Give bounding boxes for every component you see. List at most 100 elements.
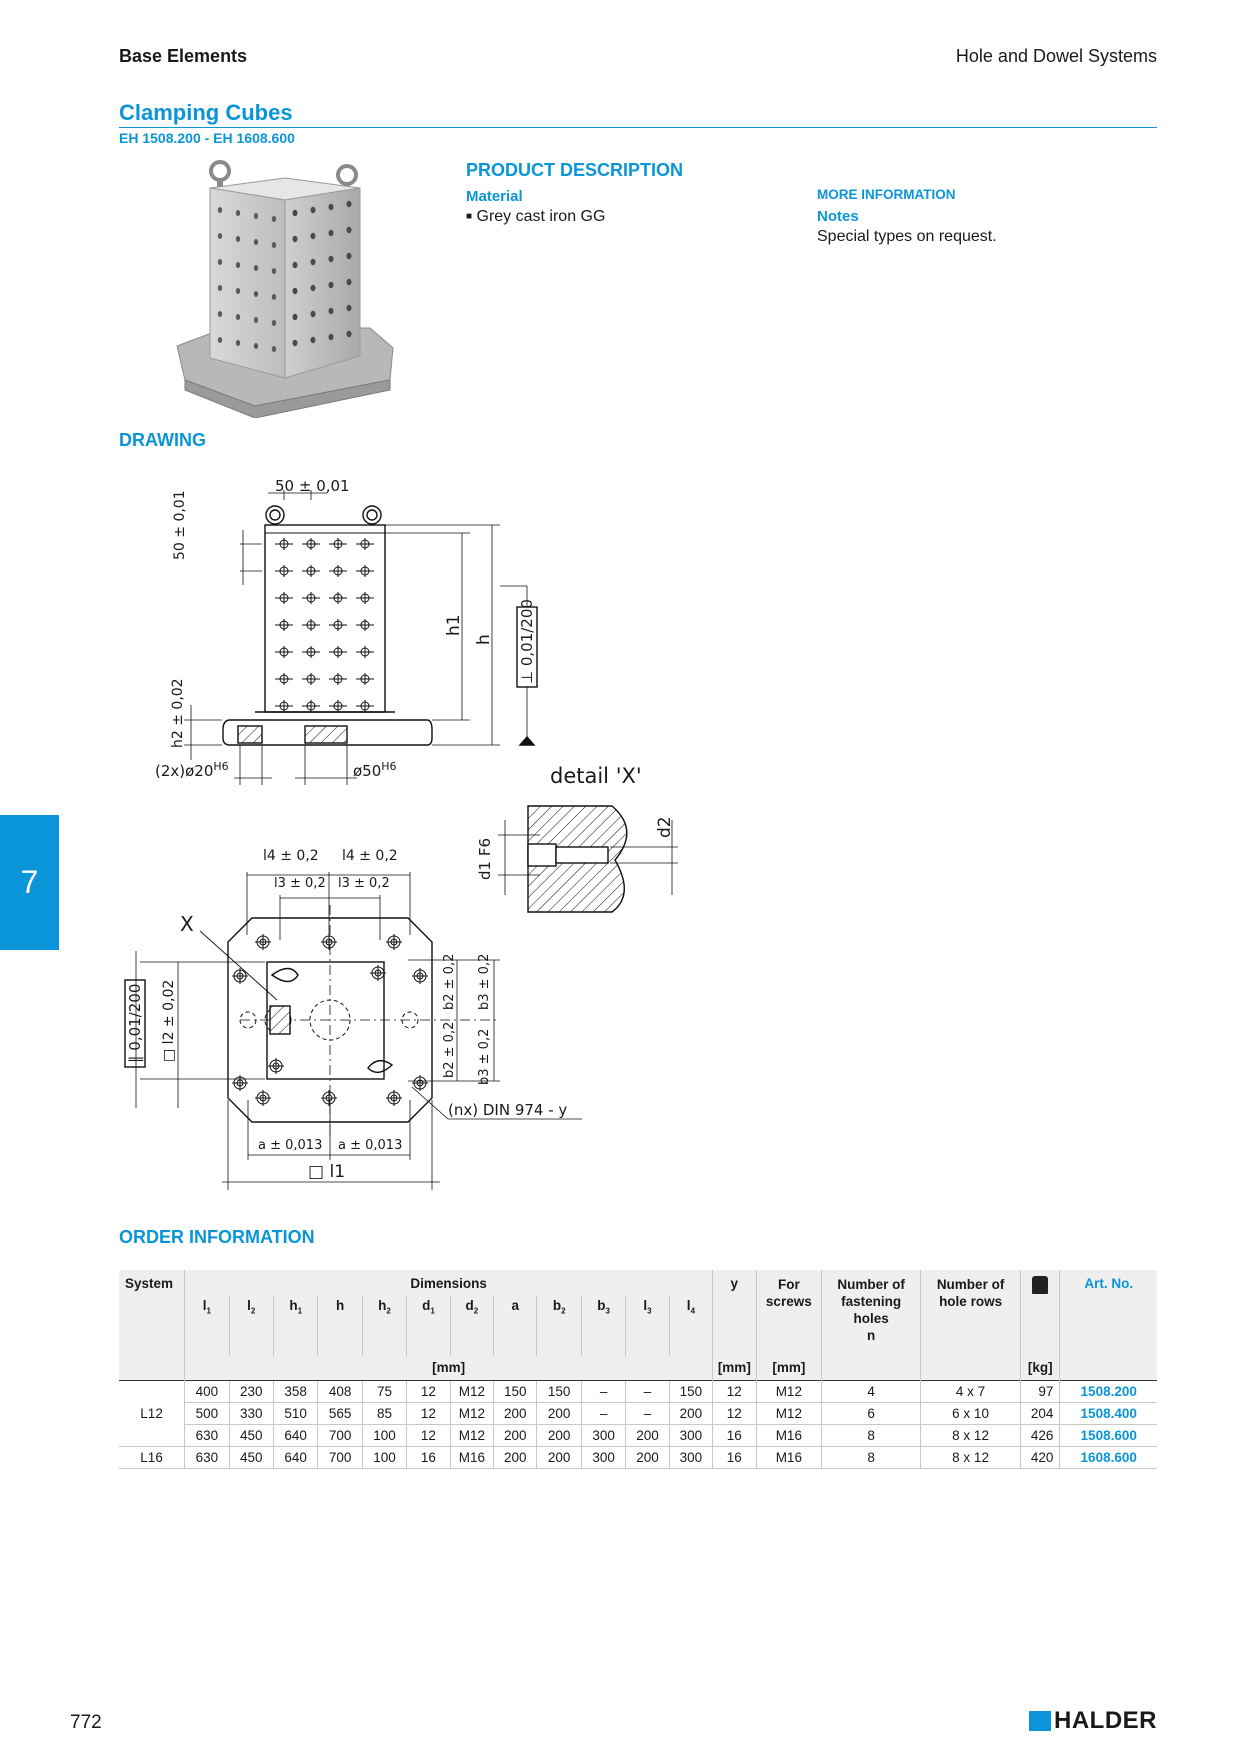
col-l3: l3 <box>625 1296 670 1356</box>
label-l4-left: l4 ± 0,2 <box>263 848 319 864</box>
cell-y: 16 <box>712 1446 757 1469</box>
col-system: System <box>119 1270 185 1380</box>
page-number: 772 <box>70 1712 102 1733</box>
col-d2: d2 <box>449 1296 494 1356</box>
cell-l2: 330 <box>228 1402 274 1425</box>
cell-h2: 85 <box>361 1402 407 1425</box>
eye-bolt-right <box>362 505 382 525</box>
material-text: Grey cast iron GG <box>476 208 606 225</box>
cell-h2: 100 <box>361 1424 407 1447</box>
label-h1: h1 <box>444 614 464 636</box>
cell-h2: 100 <box>361 1446 407 1469</box>
cell-weight: 204 <box>1020 1402 1060 1425</box>
label-h2: h2 ± 0,02 <box>170 678 186 748</box>
page-title: Clamping Cubes <box>119 100 293 125</box>
col-l1: l1 <box>184 1296 230 1356</box>
cell-system: L12 <box>140 1405 163 1421</box>
label-perpendicularity: ⊥ 0,01/200 <box>518 599 536 684</box>
cell-holes: 4 <box>821 1379 921 1403</box>
page-subtitle: EH 1508.200 - EH 1608.600 <box>119 130 295 146</box>
col-h2: h2 <box>361 1296 407 1356</box>
cell-weight: 97 <box>1020 1379 1060 1403</box>
title-divider <box>119 127 1157 128</box>
order-info-heading: ORDER INFORMATION <box>119 1227 315 1247</box>
cell-l2: 230 <box>228 1379 274 1403</box>
cell-l2: 450 <box>228 1424 274 1447</box>
cell-screws: M16 <box>755 1446 822 1469</box>
cell-d1: 16 <box>406 1446 451 1469</box>
cell-h2: 75 <box>361 1379 407 1403</box>
cell-rows: 8 x 12 <box>920 1424 1021 1447</box>
cell-d1: 12 <box>406 1379 451 1403</box>
y-unit: [mm] <box>712 1356 757 1380</box>
label-a-right: a ± 0,013 <box>338 1138 403 1153</box>
cell-weight: 420 <box>1020 1446 1060 1469</box>
label-l3-right: l3 ± 0,2 <box>338 876 390 891</box>
cell-b2: 200 <box>536 1424 582 1447</box>
col-b2: b2 <box>536 1296 582 1356</box>
holes-unit <box>821 1356 921 1380</box>
label-a-left: a ± 0,013 <box>258 1138 323 1153</box>
cell-system <box>119 1379 185 1402</box>
cell-art-no[interactable]: 1508.400 <box>1059 1402 1157 1425</box>
dims-unit: [mm] <box>184 1356 713 1380</box>
parallelism-icon: ∥ <box>126 1050 144 1064</box>
cube-plan-outline <box>266 961 385 1080</box>
cell-rows: 4 x 7 <box>920 1379 1021 1403</box>
cell-a: 150 <box>493 1379 537 1403</box>
label-l1: □ l1 <box>308 1162 346 1182</box>
header-category: Base Elements <box>119 46 248 66</box>
label-b2-bottom: b2 ± 0,2 <box>442 1021 457 1078</box>
cell-l3: – <box>625 1402 670 1425</box>
product-image <box>176 160 394 418</box>
notes-label: Notes <box>817 208 859 225</box>
weight-unit: [kg] <box>1020 1356 1060 1380</box>
halder-logo-icon <box>1029 1711 1051 1731</box>
label-center-bore: ø50H6 <box>353 760 397 780</box>
cell-b3: 300 <box>580 1424 626 1447</box>
cell-h: 700 <box>317 1446 363 1469</box>
cell-h: 408 <box>317 1379 363 1403</box>
cell-l1: 630 <box>184 1446 230 1469</box>
cell-h1: 640 <box>272 1446 318 1469</box>
col-h: h <box>317 1296 363 1356</box>
cube-body <box>264 524 386 713</box>
cell-h1: 358 <box>272 1379 318 1403</box>
col-b3: b3 <box>580 1296 626 1356</box>
label-l3-left: l3 ± 0,2 <box>274 876 326 891</box>
label-detail-marker: X <box>180 912 194 936</box>
cell-a: 200 <box>493 1446 537 1469</box>
col-a: a <box>493 1296 537 1356</box>
col-y: y <box>712 1270 757 1356</box>
cell-l4: 200 <box>668 1402 713 1425</box>
cell-a: 200 <box>493 1424 537 1447</box>
chapter-tab: 7 <box>0 815 59 950</box>
cell-l1: 630 <box>184 1424 230 1447</box>
cell-l4: 150 <box>668 1379 713 1403</box>
cell-screws: M12 <box>755 1402 822 1425</box>
cell-art-no[interactable]: 1508.200 <box>1059 1379 1157 1403</box>
cell-screws: M12 <box>755 1379 822 1403</box>
cell-d2: M16 <box>449 1446 494 1469</box>
cell-l3: 200 <box>625 1446 670 1469</box>
cell-screws: M16 <box>755 1424 822 1447</box>
label-detail-x: detail 'X' <box>550 764 642 788</box>
label-h: h <box>474 634 494 645</box>
cell-d2: M12 <box>449 1402 494 1425</box>
eye-bolt-left <box>265 505 285 525</box>
cell-holes: 8 <box>821 1424 921 1447</box>
cell-art-no[interactable]: 1608.600 <box>1059 1446 1157 1469</box>
notes-text: Special types on request. <box>817 228 997 245</box>
label-b3-top: b3 ± 0,2 <box>477 953 492 1010</box>
cell-b3: 300 <box>580 1446 626 1469</box>
cell-art-no[interactable]: 1508.600 <box>1059 1424 1157 1447</box>
label-din: (nx) DIN 974 - y <box>448 1101 568 1119</box>
col-hole-rows: Number of hole rows <box>920 1270 1021 1380</box>
label-top-pitch: 50 ± 0,01 <box>275 477 350 495</box>
label-dowel: (2x)ø20H6 <box>155 760 229 780</box>
header-section: Hole and Dowel Systems <box>955 46 1157 66</box>
